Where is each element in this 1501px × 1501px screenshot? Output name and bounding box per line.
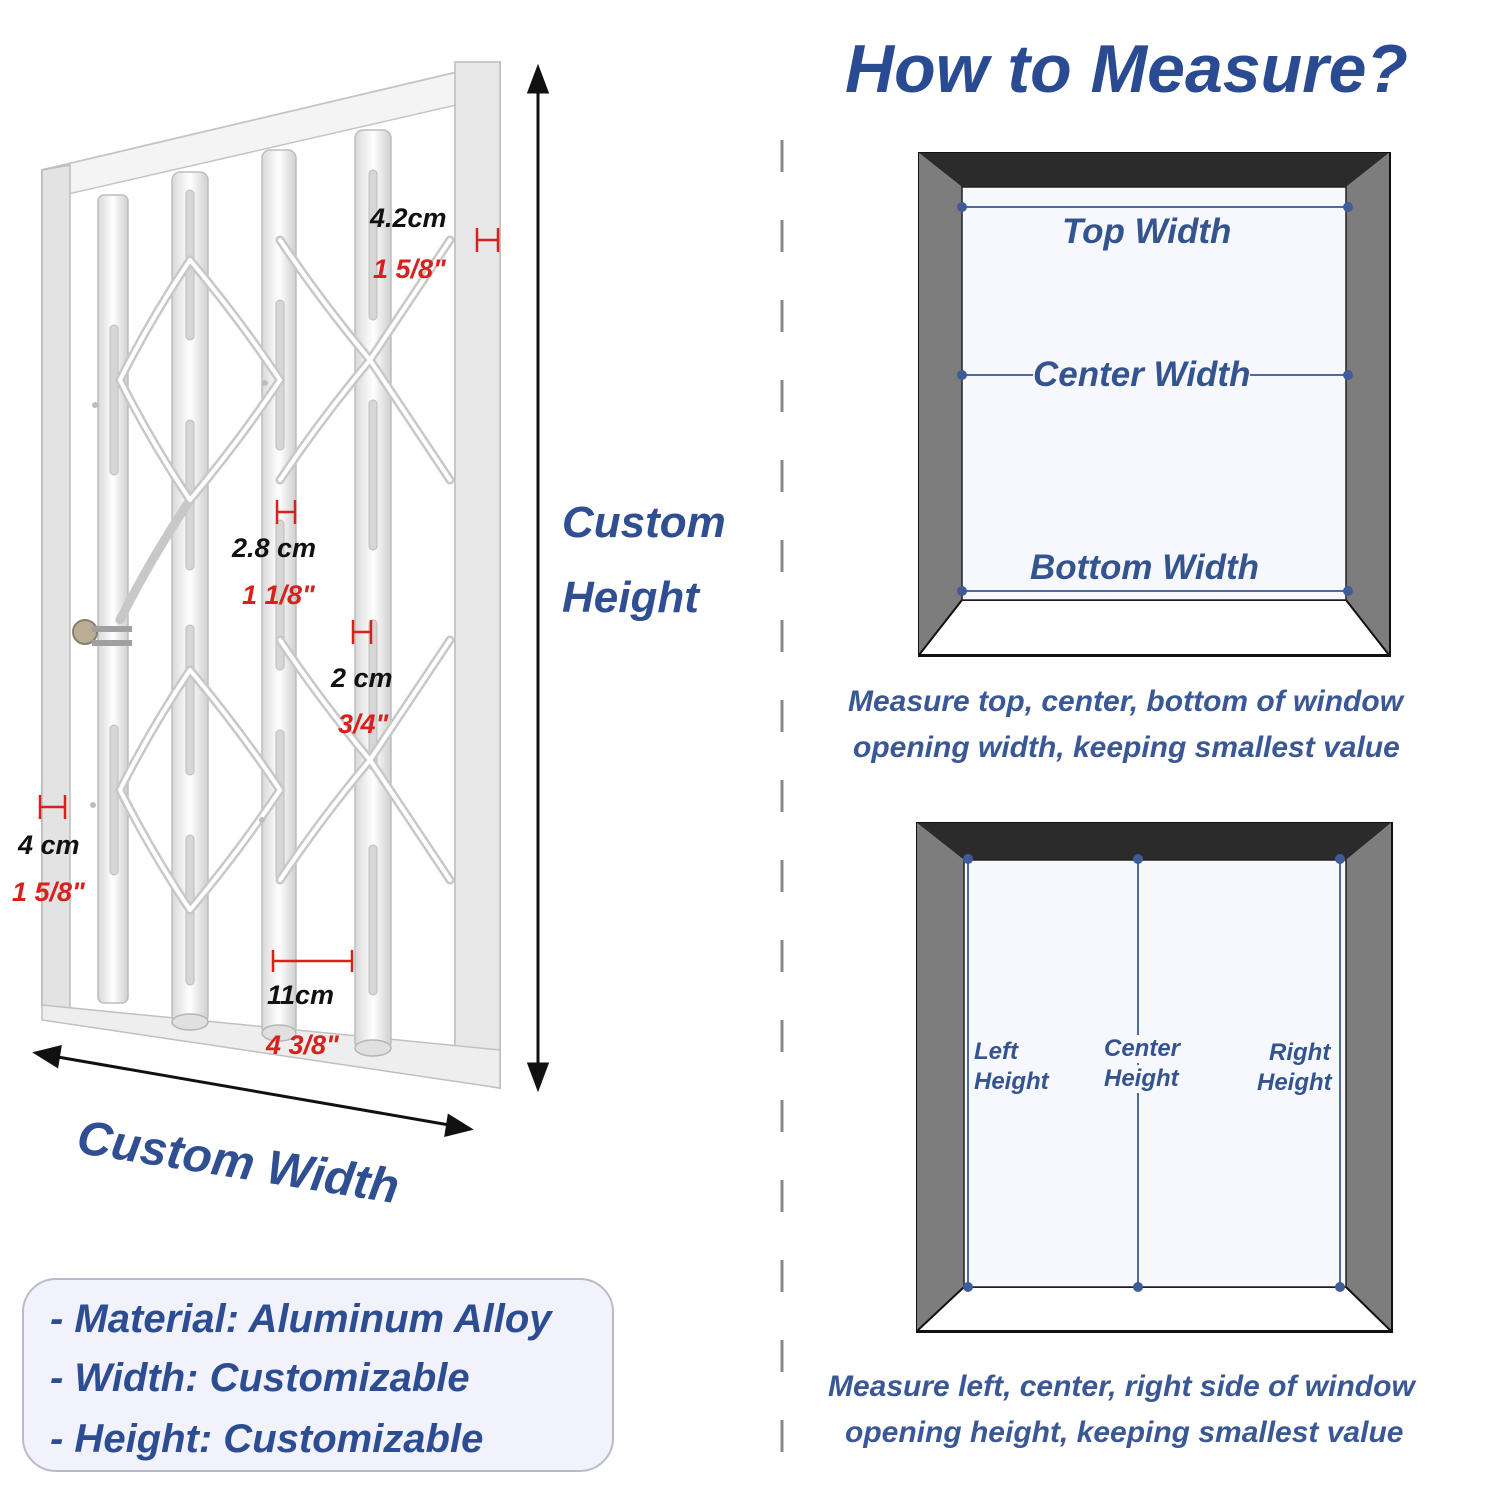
- divider-line: [780, 140, 784, 1500]
- width-arrow: [32, 1044, 474, 1138]
- center-height-label-line2: Height: [1104, 1065, 1179, 1093]
- dimension-imperial-spacing: 4 3/8": [266, 1030, 339, 1060]
- width-caption-line1: Measure top, center, bottom of window: [848, 685, 1404, 718]
- dimension-metric-spacing: 11cm: [267, 980, 335, 1010]
- spec-material: - Material: Aluminum Alloy: [50, 1297, 552, 1341]
- specifications-box: [22, 1278, 614, 1472]
- lock-icon: [72, 619, 132, 646]
- security-gate-illustration: [32, 60, 550, 1138]
- dimension-imperial-top: 1 5/8": [373, 254, 446, 284]
- dimension-metric-bar-width: 2.8 cm: [232, 533, 317, 563]
- spec-width: - Width: Customizable: [50, 1356, 470, 1400]
- custom-height-label-line1: Custom: [562, 498, 726, 547]
- height-arrow: [526, 63, 550, 1093]
- page-title: How to Measure?: [845, 31, 1408, 107]
- dimension-imperial-frame: 1 5/8": [12, 877, 85, 907]
- dimension-metric-slot: 2 cm: [331, 663, 393, 693]
- dimension-metric-frame: 4 cm: [18, 830, 80, 860]
- custom-height-label-line2: Height: [562, 573, 699, 622]
- right-height-label-line2: Height: [1257, 1069, 1332, 1096]
- height-caption-line1: Measure left, center, right side of wind…: [828, 1370, 1415, 1403]
- center-height-label-line1: Center: [1104, 1035, 1181, 1063]
- dimension-imperial-slot: 3/4": [338, 709, 389, 739]
- height-measure-diagram: [916, 822, 1394, 1333]
- dimension-metric-top: 4.2cm: [370, 203, 447, 233]
- top-width-label: Top Width: [1062, 212, 1232, 251]
- right-height-label-line1: Right: [1269, 1039, 1331, 1066]
- height-caption-line2: opening height, keeping smallest value: [845, 1416, 1404, 1449]
- center-width-label: Center Width: [1033, 355, 1251, 395]
- width-caption-line2: opening width, keeping smallest value: [853, 731, 1400, 764]
- spec-height: - Height: Customizable: [50, 1417, 484, 1461]
- left-height-label-line1: Left: [974, 1038, 1018, 1065]
- bottom-width-label: Bottom Width: [1030, 548, 1260, 587]
- left-height-label-line2: Height: [974, 1068, 1049, 1095]
- dimension-imperial-bar-width: 1 1/8": [242, 580, 315, 610]
- width-measure-diagram: [918, 152, 1392, 657]
